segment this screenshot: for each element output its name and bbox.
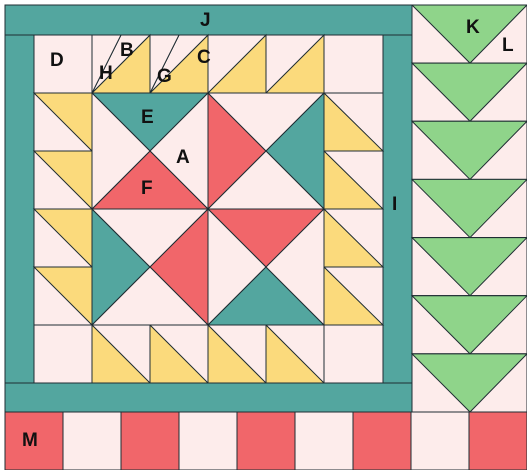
corner-square-tr [324,35,383,93]
label-e: E [141,107,154,128]
border-bottom [5,383,412,412]
side-strip-geese [412,5,527,412]
bottom-strip-square [63,412,121,470]
corner-square-bl [34,325,92,383]
label-j: J [200,10,211,31]
label-h: H [99,63,113,84]
bottom-strip-square [353,412,411,470]
bottom-strip-square [237,412,295,470]
bottom-strip-square [469,412,527,470]
label-i: I [392,194,397,215]
label-c: C [197,47,211,68]
label-l: L [502,35,514,56]
label-d: D [50,50,64,71]
bottom-strip-square [411,412,469,470]
bottom-strip-m [5,412,527,470]
bottom-strip-square [121,412,179,470]
label-k: K [466,17,480,38]
border-left [5,35,34,383]
label-m: M [22,430,38,451]
border-right-i [383,35,412,383]
label-a: A [176,147,190,168]
label-g: G [157,66,172,87]
bottom-strip-square [179,412,237,470]
center-star [92,93,324,325]
bottom-strip-square [295,412,353,470]
label-f: F [141,178,153,199]
corner-square-br [324,325,383,383]
label-b: B [120,40,134,61]
